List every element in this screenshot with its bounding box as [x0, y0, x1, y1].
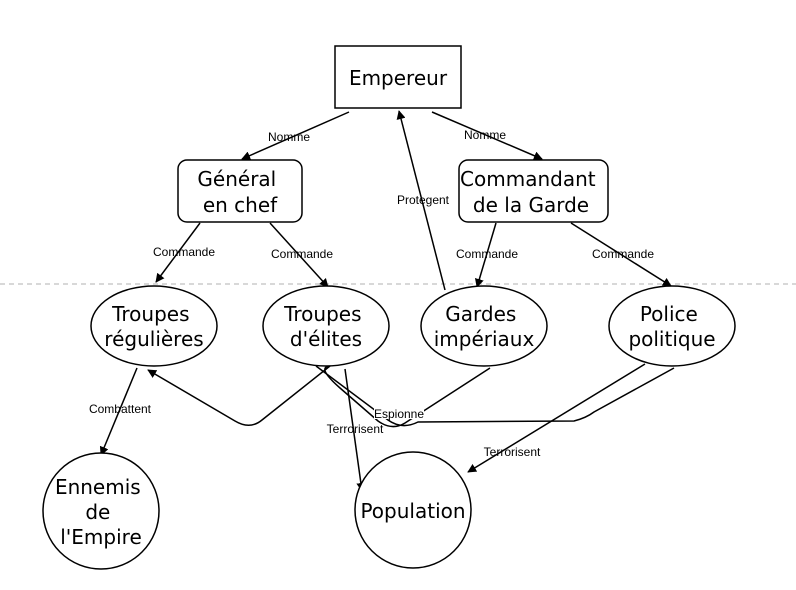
node-general-label-line1: Général: [197, 167, 276, 191]
edges: [99, 110, 675, 492]
svg-text:Ennemis de l'Empir: Ennemis de l'Empire: [55, 475, 147, 549]
label-nomme-general: Nomme: [268, 130, 310, 144]
svg-text:Général en chef: Général en chef: [197, 167, 282, 217]
edge-espionne[interactable]: [148, 366, 491, 428]
edge-commande-police[interactable]: [570, 222, 672, 287]
edge-commande-regulieres[interactable]: [155, 222, 201, 283]
label-combattent: Combattent: [89, 402, 152, 416]
node-troupes-elites[interactable]: Troupes d'élites: [262, 285, 390, 367]
node-population-label: Population: [360, 499, 465, 523]
edge-nomme-commandant[interactable]: [431, 111, 543, 160]
node-general-en-chef[interactable]: Général en chef: [177, 159, 303, 223]
node-ennemis-line3: l'Empire: [60, 525, 142, 549]
label-commande-gardes: Commande: [456, 247, 518, 261]
node-police-line1: Police: [640, 302, 698, 326]
label-terrorisent-police: Terrorisent: [484, 445, 541, 459]
label-nomme-commandant: Nomme: [464, 128, 506, 142]
label-espionne: Espionne: [374, 407, 424, 421]
node-ennemis-line1: Ennemis: [55, 475, 141, 499]
node-troupes-regulieres-line2: régulières: [104, 327, 203, 351]
node-commandant-label-line2: de la Garde: [473, 193, 589, 217]
node-general-label-line2: en chef: [203, 193, 278, 217]
node-population[interactable]: Population: [354, 451, 472, 569]
node-commandant-label-line1: Commandant: [460, 167, 596, 191]
svg-text:Troupes régulières: Troupes régulières: [104, 302, 203, 351]
node-commandant-garde[interactable]: Commandant de la Garde: [458, 159, 609, 223]
svg-text:Empereur: Empereur: [349, 66, 448, 90]
node-empereur-label: Empereur: [349, 66, 448, 90]
node-gardes-imperiaux[interactable]: Gardes impériaux: [420, 285, 548, 367]
edge-commande-elites[interactable]: [269, 222, 329, 288]
svg-text:Population: Population: [360, 499, 465, 523]
node-gardes-line2: impériaux: [434, 327, 535, 351]
node-troupes-regulieres[interactable]: Troupes régulières: [90, 285, 218, 367]
edge-labels: Nomme Nomme Protegent Commande Commande …: [89, 128, 654, 459]
node-empereur[interactable]: Empereur: [334, 45, 462, 109]
node-police-politique[interactable]: Police politique: [608, 285, 736, 367]
svg-text:Gardes impériaux: Gardes impériaux: [434, 302, 535, 351]
node-ennemis-line2: de: [85, 500, 110, 524]
edge-nomme-general[interactable]: [241, 111, 350, 160]
label-terrorisent-elites: Terrorisent: [327, 422, 384, 436]
svg-text:Police politique: Police politique: [628, 302, 715, 351]
label-commande-police: Commande: [592, 247, 654, 261]
label-commande-regulieres: Commande: [153, 245, 215, 259]
label-protegent: Protegent: [397, 193, 450, 207]
edge-terrorisent-police[interactable]: [467, 363, 646, 473]
label-commande-elites: Commande: [271, 247, 333, 261]
node-troupes-elites-line1: Troupes: [283, 302, 361, 326]
svg-text:Commandant de la Garde: Commandant de la Garde: [460, 167, 602, 217]
edge-commande-gardes[interactable]: [474, 222, 497, 288]
node-police-line2: politique: [628, 327, 715, 351]
node-ennemis-empire[interactable]: Ennemis de l'Empire: [42, 452, 160, 570]
node-troupes-elites-line2: d'élites: [290, 327, 362, 351]
node-troupes-regulieres-line1: Troupes: [111, 302, 189, 326]
edge-elites-to-police[interactable]: [315, 365, 675, 427]
edge-protegent[interactable]: [396, 110, 446, 291]
edge-combattent[interactable]: [99, 367, 138, 456]
node-gardes-line1: Gardes: [445, 302, 516, 326]
svg-text:Troupes d'élites: Troupes d'élites: [283, 302, 368, 351]
edge-terrorisent-elites[interactable]: [344, 368, 366, 492]
